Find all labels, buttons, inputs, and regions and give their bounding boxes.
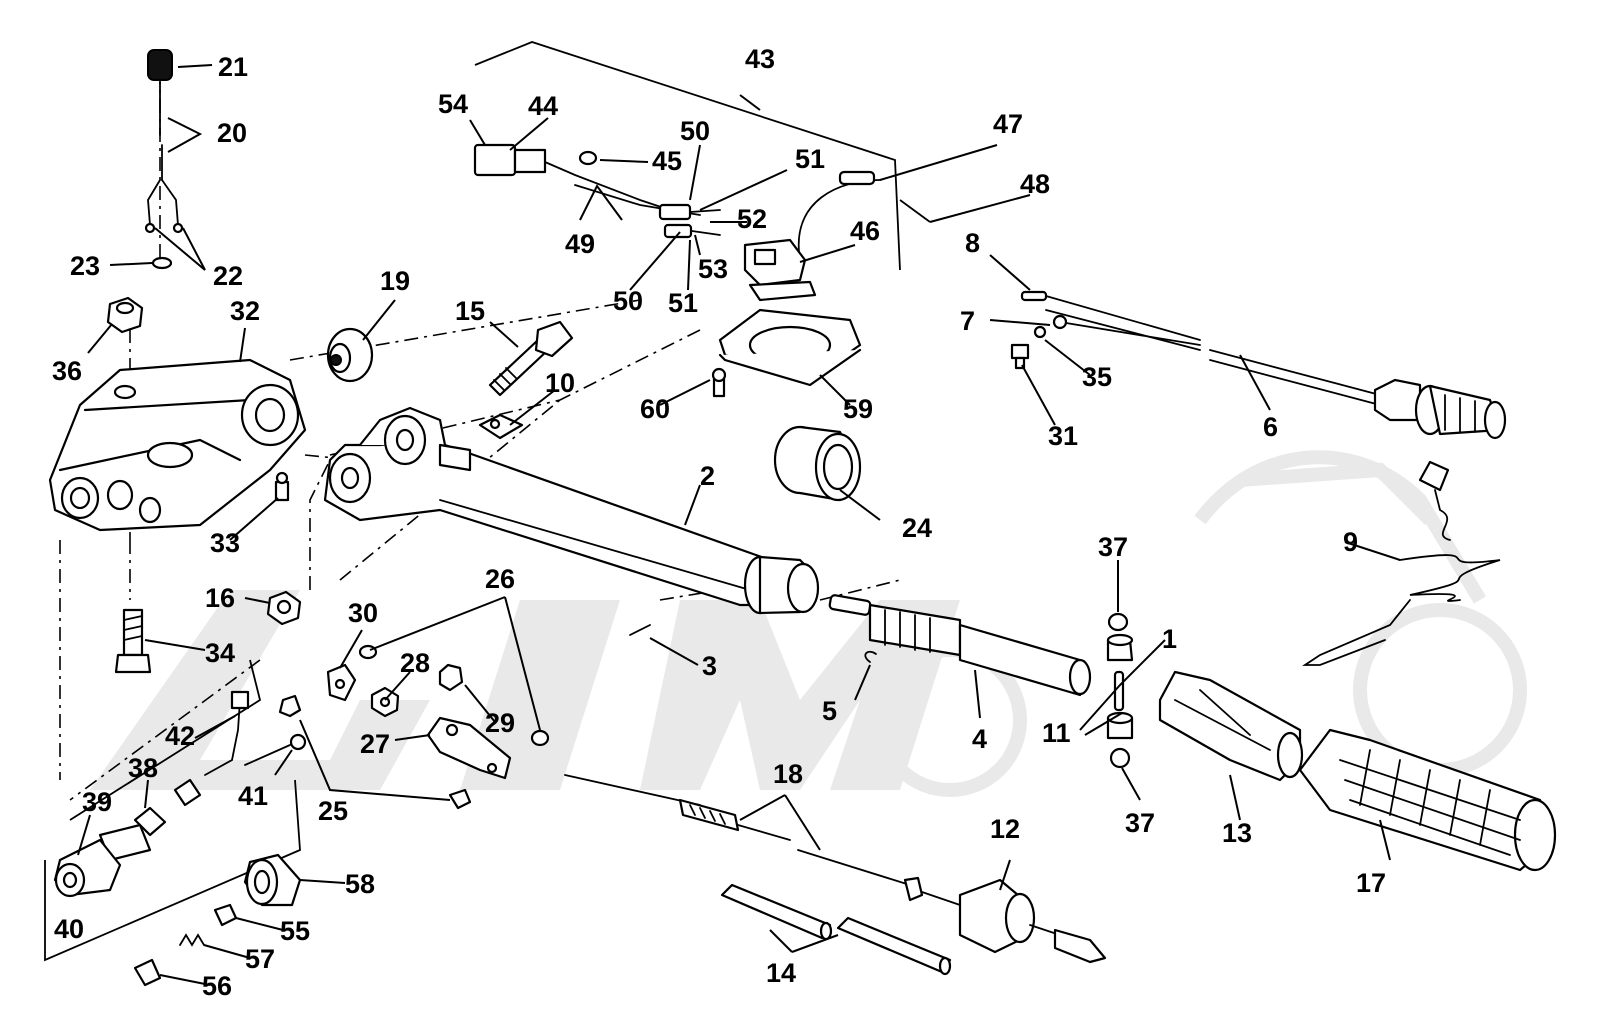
callout-42: 42 <box>165 721 195 751</box>
tubes-14 <box>720 883 952 976</box>
callout-13: 13 <box>1222 818 1252 848</box>
wire-plug-assembly <box>53 690 307 898</box>
callout-37-bottom: 37 <box>1125 808 1155 838</box>
callout-37-top: 37 <box>1098 532 1128 562</box>
callout-29: 29 <box>485 708 515 738</box>
bolt-34 <box>114 608 152 674</box>
callout-50-top: 50 <box>680 116 710 146</box>
clip-10 <box>478 413 524 440</box>
grip-housing-13 <box>1158 670 1304 782</box>
nut-16 <box>266 590 302 626</box>
callout-51-bottom: 51 <box>668 288 698 318</box>
alignment-lines <box>59 70 901 801</box>
callout-46: 46 <box>850 216 880 246</box>
callout-57: 57 <box>245 944 275 974</box>
callout-59: 59 <box>843 394 873 424</box>
callout-16: 16 <box>205 583 235 613</box>
sleeve-24 <box>773 425 862 502</box>
callout-55: 55 <box>280 916 310 946</box>
wiring-group-43 <box>473 143 881 302</box>
callout-34: 34 <box>205 638 235 668</box>
callout-numbers: 1 2 3 4 5 6 7 8 9 10 11 12 13 14 15 16 1… <box>52 44 1386 1001</box>
throttle-tube-4 <box>828 594 1092 697</box>
small-parts-55-57-56 <box>133 903 238 987</box>
group-brackets <box>44 41 931 962</box>
bushing-58 <box>243 853 302 907</box>
callout-51-top: 51 <box>795 144 825 174</box>
callout-32: 32 <box>230 296 260 326</box>
callout-35: 35 <box>1082 362 1112 392</box>
switch-cover-59 <box>711 308 862 398</box>
callout-12: 12 <box>990 814 1020 844</box>
callout-49: 49 <box>565 229 595 259</box>
callout-44: 44 <box>528 91 558 121</box>
bolt-15 <box>488 320 574 397</box>
callout-52: 52 <box>737 204 767 234</box>
callout-31: 31 <box>1048 421 1078 451</box>
callout-27: 27 <box>360 729 390 759</box>
callout-30: 30 <box>348 598 378 628</box>
callout-43: 43 <box>745 44 775 74</box>
callout-39: 39 <box>82 787 112 817</box>
callout-21: 21 <box>218 52 248 82</box>
callout-3: 3 <box>702 651 717 681</box>
callout-50-bottom: 50 <box>613 286 643 316</box>
callout-56: 56 <box>202 971 232 1001</box>
callout-7: 7 <box>960 306 975 336</box>
callout-47: 47 <box>993 109 1023 139</box>
callout-41: 41 <box>238 781 268 811</box>
callout-5: 5 <box>822 696 837 726</box>
callout-33: 33 <box>210 528 240 558</box>
callout-54: 54 <box>438 89 468 119</box>
callout-19: 19 <box>380 266 410 296</box>
bushings-37 <box>1106 612 1134 769</box>
callout-20: 20 <box>217 118 247 148</box>
callout-25: 25 <box>318 796 348 826</box>
callout-24: 24 <box>902 513 932 543</box>
callout-60: 60 <box>640 394 670 424</box>
callout-18: 18 <box>773 759 803 789</box>
callout-4: 4 <box>972 724 987 754</box>
callout-10: 10 <box>545 368 575 398</box>
terminal-7 <box>1010 314 1201 370</box>
hand-grip-17 <box>1298 728 1557 872</box>
linkage-parts <box>278 644 550 810</box>
callout-26: 26 <box>485 564 515 594</box>
callout-1: 1 <box>1162 624 1177 654</box>
nut-36 <box>106 296 144 334</box>
callout-17: 17 <box>1356 868 1386 898</box>
callout-28: 28 <box>400 648 430 678</box>
callout-36: 36 <box>52 356 82 386</box>
stop-switch-6 <box>1020 290 1507 440</box>
callout-8: 8 <box>965 228 980 258</box>
callout-23: 23 <box>70 251 100 281</box>
callout-48: 48 <box>1020 169 1050 199</box>
callout-40: 40 <box>54 914 84 944</box>
grease-fitting-33 <box>274 471 290 502</box>
kill-switch-cap <box>144 49 184 270</box>
throttle-cable-18 <box>564 774 961 906</box>
cable-sleeve-12 <box>958 878 1107 964</box>
callout-45: 45 <box>652 146 682 176</box>
tiller-arm-2 <box>323 406 820 615</box>
pin-3 <box>629 624 651 636</box>
callout-11: 11 <box>1042 718 1071 748</box>
callout-53: 53 <box>698 254 728 284</box>
callout-58: 58 <box>345 869 375 899</box>
steering-bracket-32 <box>48 358 307 532</box>
bushing-19 <box>326 327 374 383</box>
callout-9: 9 <box>1343 527 1358 557</box>
callout-15: 15 <box>455 296 485 326</box>
lanyard-9 <box>1302 460 1501 666</box>
callout-38: 38 <box>128 753 158 783</box>
callout-6: 6 <box>1263 412 1278 442</box>
callout-22: 22 <box>213 261 243 291</box>
callout-14: 14 <box>766 958 796 988</box>
leader-lines <box>77 64 1401 986</box>
callout-2: 2 <box>700 461 715 491</box>
